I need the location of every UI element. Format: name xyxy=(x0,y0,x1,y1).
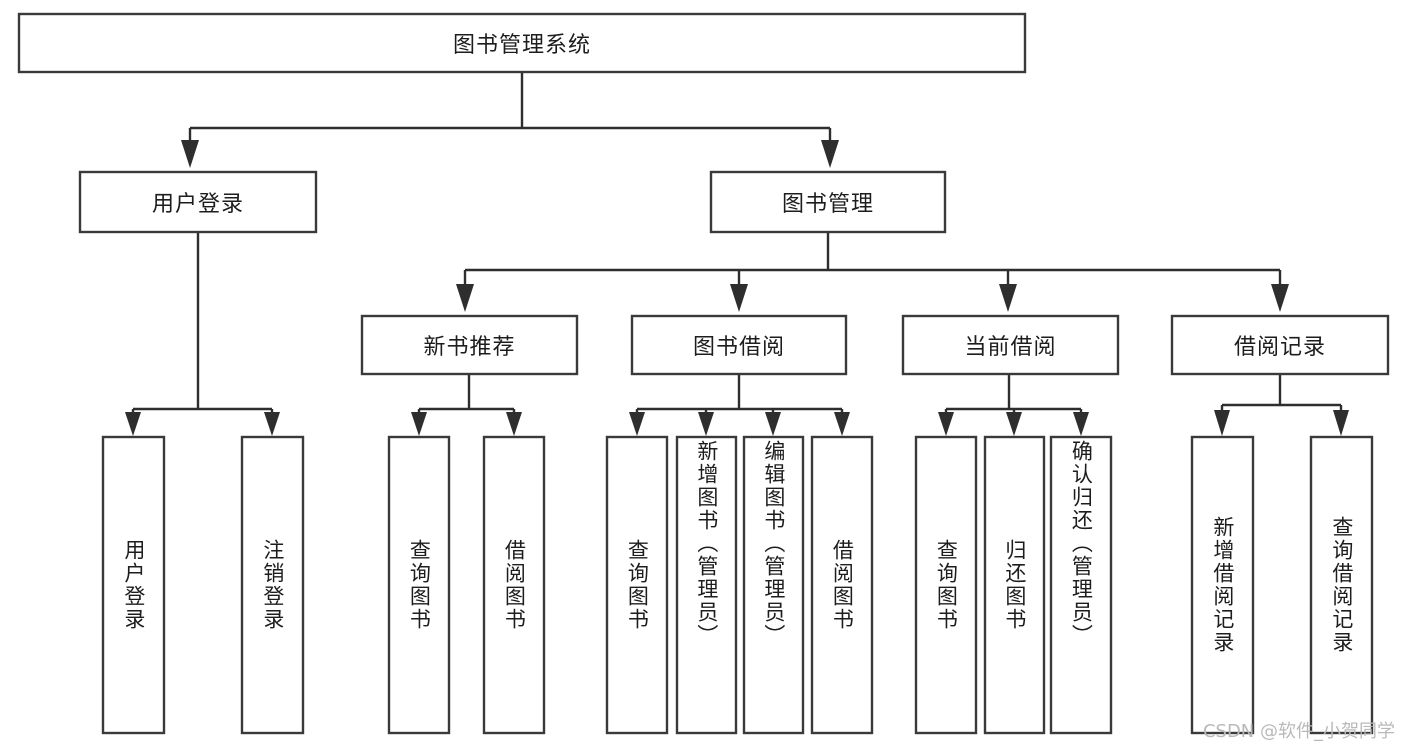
arrow-bookmgmt-child-3-icon xyxy=(999,284,1017,312)
connector-group-new-book xyxy=(411,374,522,436)
arrow-borrowrecord-leaf-1-icon xyxy=(1214,410,1230,436)
connector-group-current-borrow xyxy=(938,374,1089,436)
node-user-login-box[interactable] xyxy=(78,170,318,234)
node-book-borrow-box[interactable] xyxy=(630,314,848,376)
arrow-newbook-leaf-1-icon xyxy=(411,412,427,436)
arrow-root-to-bookmgmt-icon xyxy=(821,140,839,168)
connector-group-user-login xyxy=(125,232,280,436)
arrow-bookmgmt-child-1-icon xyxy=(456,284,474,312)
arrow-currentborrow-leaf-2-icon xyxy=(1006,412,1022,436)
node-borrow-record-box[interactable] xyxy=(1170,314,1390,376)
connector-group-root xyxy=(181,72,839,168)
leaf-box-user-login-2[interactable] xyxy=(240,435,305,735)
node-book-management-box[interactable] xyxy=(709,170,947,234)
leaf-box-bookborrow-1[interactable] xyxy=(605,435,669,735)
node-current-borrow-box[interactable] xyxy=(901,314,1120,376)
node-root-box[interactable] xyxy=(17,12,1027,74)
arrow-bookborrow-leaf-3-icon xyxy=(765,412,781,436)
arrow-bookmgmt-child-2-icon xyxy=(730,284,748,312)
arrow-bookborrow-leaf-2-icon xyxy=(698,412,714,436)
leaf-box-newbook-2[interactable] xyxy=(482,435,546,735)
leaf-box-currentborrow-2[interactable] xyxy=(983,435,1046,735)
arrow-bookborrow-leaf-4-icon xyxy=(834,412,850,436)
arrow-login-leaf-2-icon xyxy=(264,412,280,436)
arrow-currentborrow-leaf-1-icon xyxy=(938,412,954,436)
arrow-bookmgmt-child-4-icon xyxy=(1271,284,1289,312)
arrow-currentborrow-leaf-3-icon xyxy=(1073,412,1089,436)
connector-group-book-mgmt xyxy=(456,232,1289,312)
leaf-box-bookborrow-3[interactable] xyxy=(742,435,805,735)
arrow-bookborrow-leaf-1-icon xyxy=(629,412,645,436)
arrow-login-leaf-1-icon xyxy=(125,412,141,436)
connector-group-book-borrow xyxy=(629,374,850,436)
connector-group-borrow-record xyxy=(1214,374,1349,436)
leaf-box-borrowrecord-2[interactable] xyxy=(1309,435,1374,735)
leaf-box-user-login-1[interactable] xyxy=(101,435,166,735)
arrow-borrowrecord-leaf-2-icon xyxy=(1333,410,1349,436)
arrow-newbook-leaf-2-icon xyxy=(506,412,522,436)
leaf-box-currentborrow-3[interactable] xyxy=(1049,435,1113,735)
leaf-box-currentborrow-1[interactable] xyxy=(914,435,978,735)
leaf-box-newbook-1[interactable] xyxy=(387,435,451,735)
leaf-box-bookborrow-2[interactable] xyxy=(675,435,738,735)
leaf-box-bookborrow-4[interactable] xyxy=(810,435,874,735)
node-new-book-recommend-box[interactable] xyxy=(360,314,579,376)
leaf-box-borrowrecord-1[interactable] xyxy=(1190,435,1255,735)
arrow-root-to-login-icon xyxy=(181,140,199,168)
